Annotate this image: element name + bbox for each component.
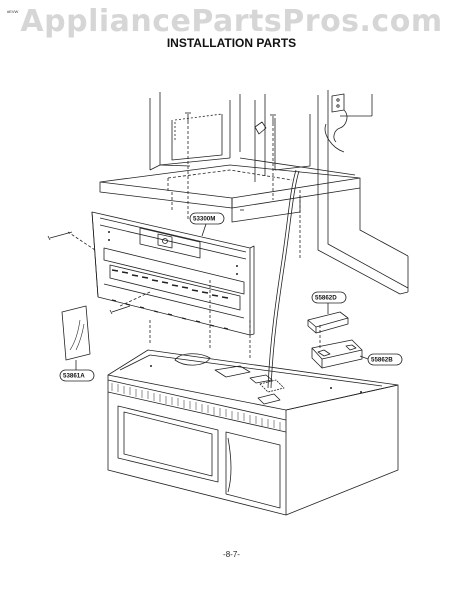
part-label-55862d: 55862D [315, 295, 337, 302]
callout-53300m [189, 212, 225, 237]
callout-55862b [359, 353, 403, 366]
corner-code: #EVW [7, 9, 19, 14]
mounting-plate [91, 211, 255, 336]
watermark: AppliancePartsPros.com [20, 4, 443, 39]
microwave-oven [107, 349, 399, 516]
screw-icon [47, 231, 131, 315]
top-cabinet-plate [307, 311, 349, 334]
part-label-53861a: 53861A [63, 373, 85, 380]
part-label-53300m: 53300M [193, 216, 215, 223]
power-outlet [324, 93, 348, 153]
callout-53861a [59, 360, 95, 382]
page-title: INSTALLATION PARTS [166, 36, 297, 50]
screw-icon [185, 112, 276, 135]
part-label-55862b: 55862B [371, 357, 393, 364]
wall-cabinets [99, 90, 409, 295]
exhaust-adaptor [311, 339, 363, 369]
template-sheet [61, 305, 91, 361]
page-number: -8-7- [223, 550, 240, 559]
power-cord [267, 169, 297, 389]
callout-55862d [311, 291, 347, 314]
